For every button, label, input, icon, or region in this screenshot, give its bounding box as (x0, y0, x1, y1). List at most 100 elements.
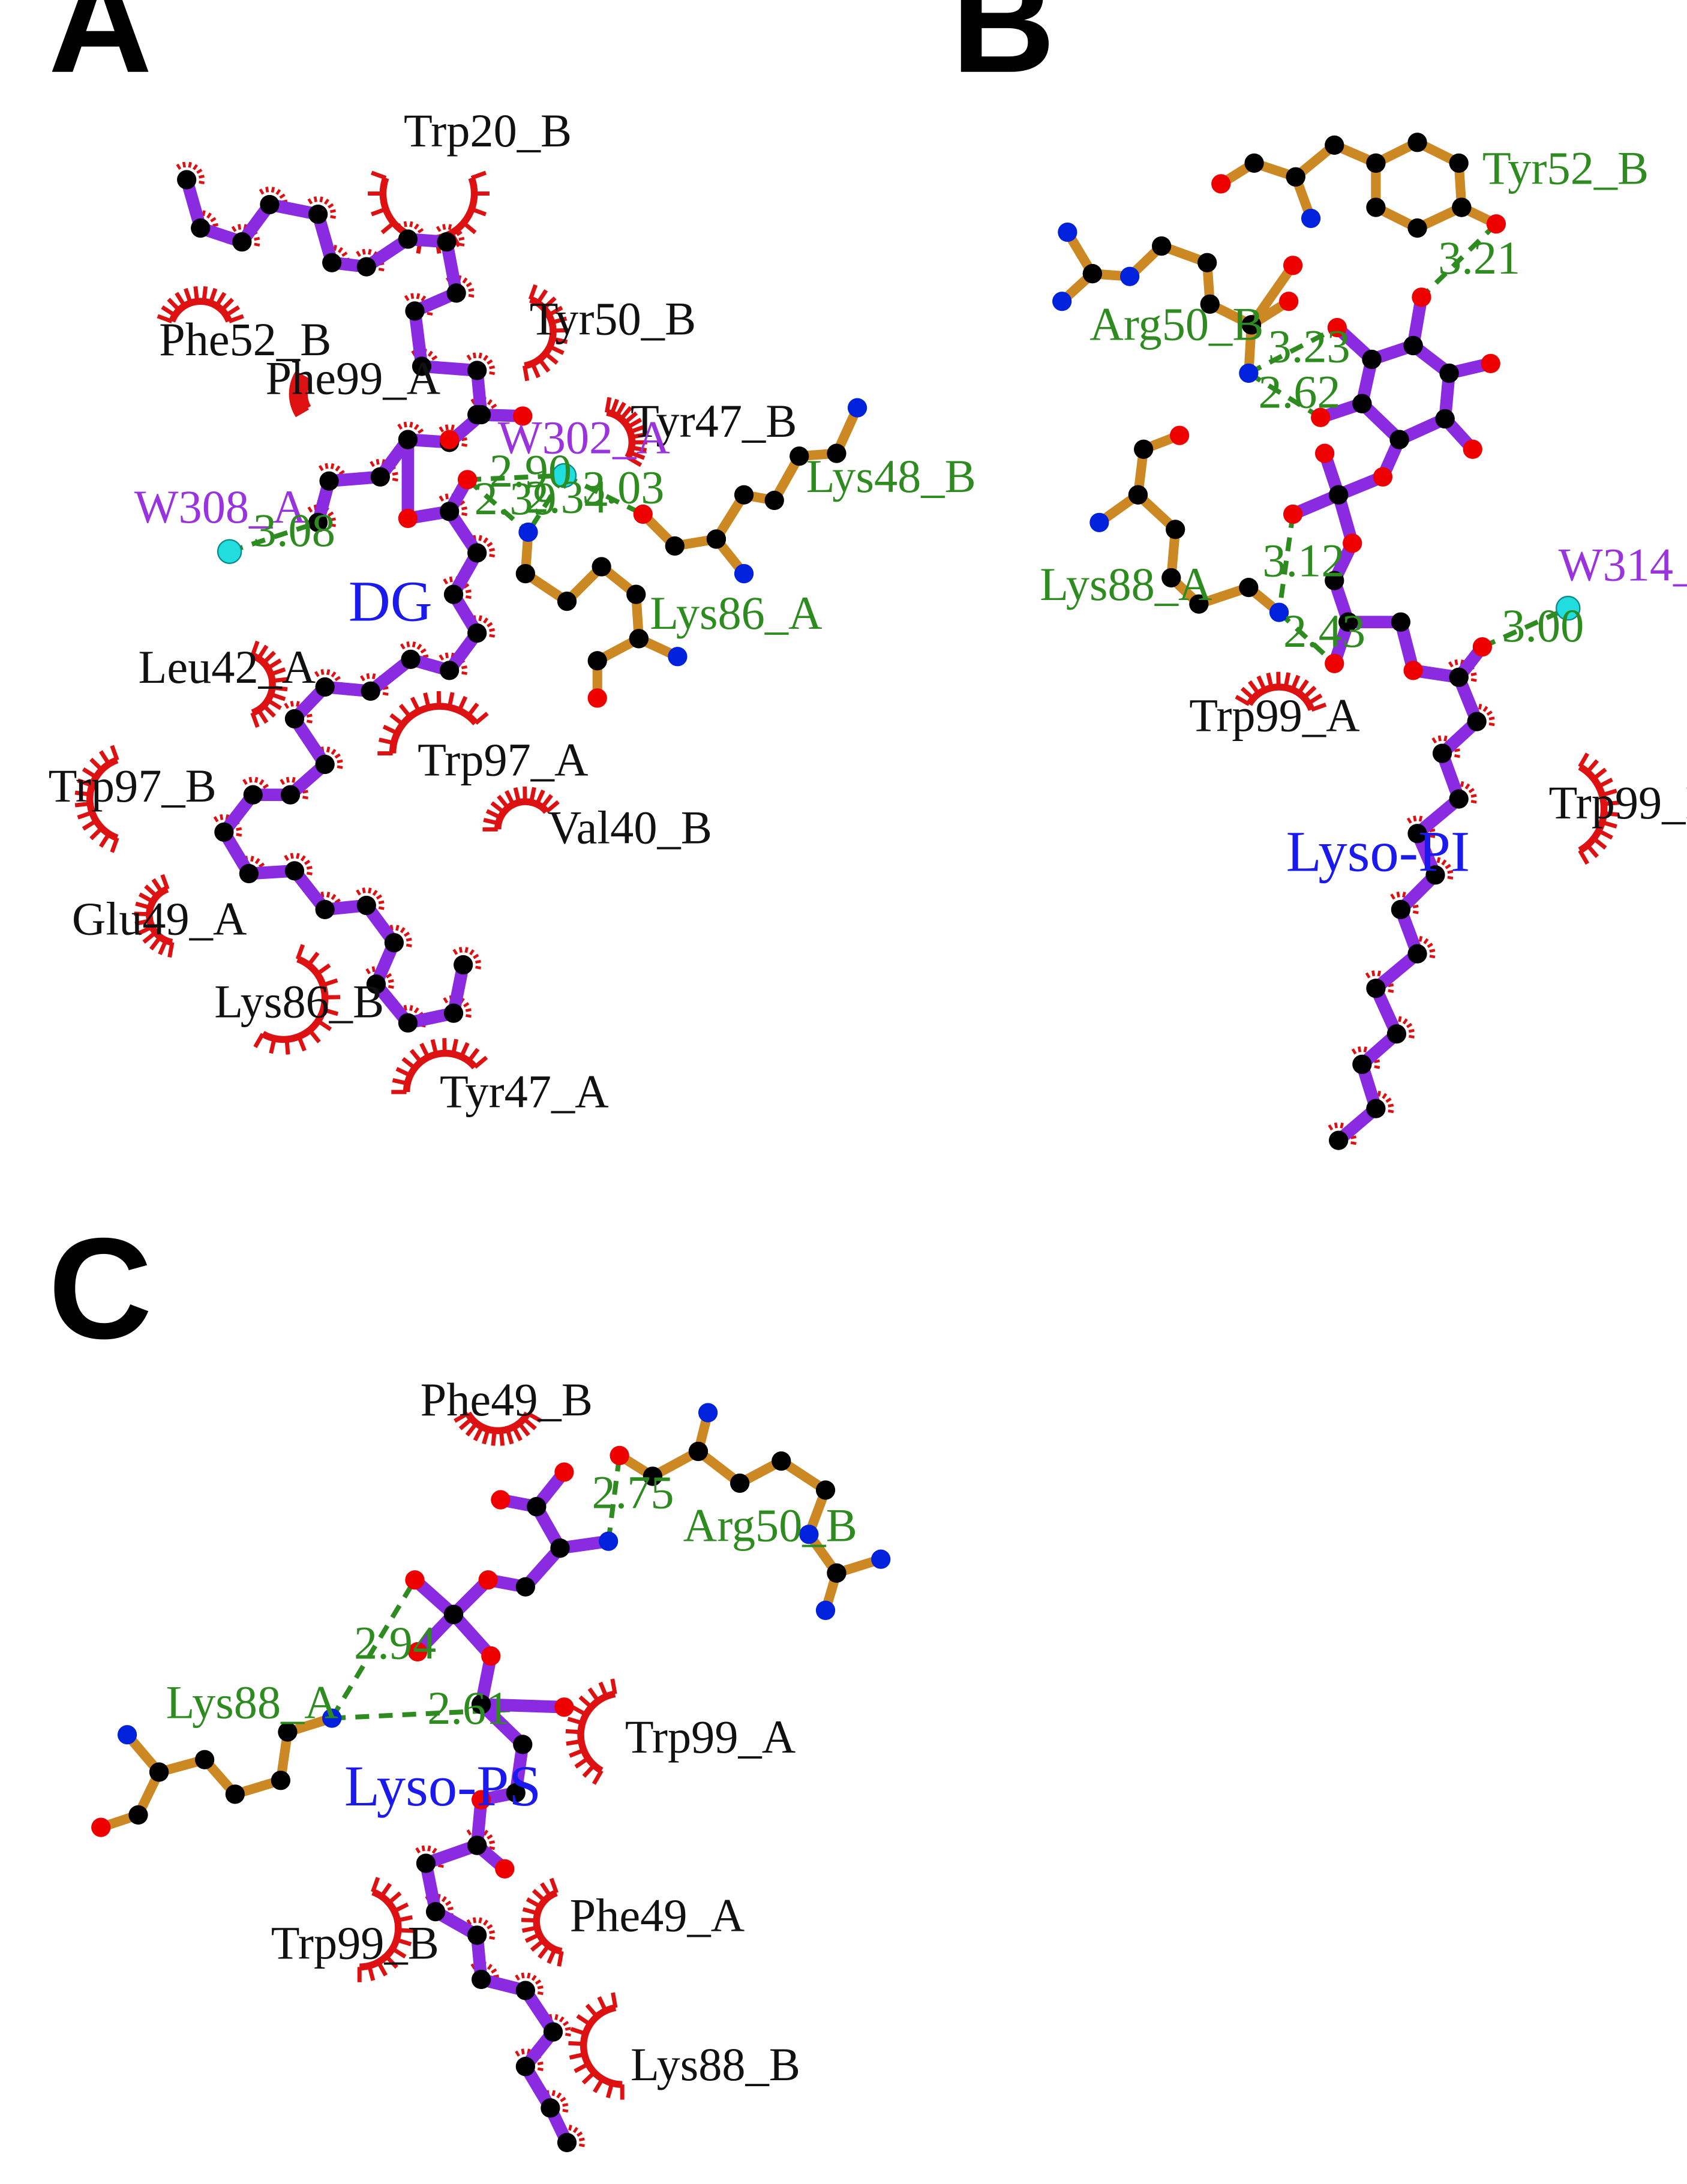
nitrogen-atom (847, 398, 867, 418)
oxygen-atom (1211, 174, 1231, 194)
carbon-atom (1403, 335, 1423, 356)
oxygen-atom (1283, 504, 1303, 524)
carbon-atom (191, 218, 211, 238)
carbon-atom (764, 490, 784, 511)
hydrophobic-residue-icon (568, 1992, 625, 2100)
carbon-atom (308, 512, 328, 532)
residue-label-trp97-a: Trp97_A (418, 733, 588, 785)
carbon-atom (149, 1762, 169, 1782)
carbon-atom (443, 584, 464, 604)
carbon-atom (1200, 294, 1220, 314)
oxygen-atom (398, 508, 418, 529)
carbon-atom (1134, 439, 1154, 459)
carbon-atom (232, 232, 252, 252)
oxygen-atom (1481, 353, 1500, 374)
label-layer: A B C DG Trp20_B Phe52_B Tyr50_B Phe99_A… (49, 0, 1687, 2090)
water-label-w308-a: W308_A (134, 481, 307, 533)
residue-label-lys86-a: Lys86_A (650, 587, 822, 639)
carbon-atom (356, 895, 376, 916)
carbon-atom (790, 446, 809, 466)
hydrophobic-residue-icon (74, 745, 119, 853)
carbon-atom (260, 194, 280, 215)
ligand-name-lyso-pi: Lyso-PI (1286, 819, 1470, 883)
carbon-atom (412, 356, 432, 376)
oxygen-atom (1403, 661, 1423, 680)
carbon-atom (587, 651, 607, 671)
carbon-atom (1449, 667, 1469, 687)
carbon-atom (439, 502, 460, 521)
oxygen-atom (1311, 407, 1331, 427)
carbon-atom (467, 405, 487, 425)
carbon-atom (730, 1473, 750, 1493)
hydrophobic-contact-marker (466, 352, 496, 376)
hydrogen-bond (1481, 605, 1569, 649)
carbon-atom (271, 1771, 291, 1790)
oxygen-atom (1412, 287, 1431, 307)
hydrophobic-residue-icon (1578, 752, 1619, 865)
oxygen-atom (610, 1445, 629, 1466)
hydrogen-bond (1247, 325, 1338, 376)
carbon-atom (515, 2057, 536, 2077)
carbon-atom (1391, 899, 1411, 920)
carbon-atom (515, 1577, 536, 1597)
oxygen-atom (1169, 425, 1190, 445)
oxygen-atom (1343, 533, 1362, 553)
residue-label-arg50-b-c: Arg50_B (683, 1499, 857, 1552)
water-label-w302-a: W302_A (498, 412, 670, 464)
carbon-atom (1366, 1099, 1386, 1118)
nitrogen-atom (799, 1525, 819, 1544)
carbon-atom (315, 677, 335, 697)
carbon-atom (550, 1538, 570, 1558)
carbon-atom (688, 1441, 709, 1462)
hydrophobic-residue-icon (1235, 671, 1327, 712)
hydrogen-bond (329, 1579, 417, 1720)
oxygen-atom (471, 1790, 491, 1810)
carbon-atom (443, 1003, 464, 1023)
carbon-atom (643, 1466, 663, 1486)
carbon-atom (1325, 571, 1344, 590)
carbon-atom (322, 253, 342, 272)
hydrophobic-contact-marker (284, 853, 313, 876)
oxygen-atom (405, 1570, 425, 1590)
distance-label-b-3: 2.62 (1258, 366, 1340, 418)
oxygen-atom (1283, 256, 1303, 275)
hydrophobic-residue-icon (522, 284, 569, 382)
carbon-atom (1197, 253, 1217, 272)
oxygen-atom (1463, 439, 1482, 459)
hydrophobic-residue-icon (391, 1038, 488, 1094)
carbon-atom (557, 2132, 577, 2153)
hydrogen-bond (1277, 514, 1296, 613)
carbon-atom (384, 933, 404, 953)
carbon-atom (454, 955, 473, 975)
distance-label-b-5: 2.43 (1283, 605, 1365, 657)
nitrogen-atom (1301, 208, 1321, 229)
distance-label-c-3: 2.61 (427, 1682, 509, 1734)
hydrophobic-contact-marker (176, 161, 205, 185)
carbon-atom (1189, 594, 1209, 614)
carbon-atom (815, 1480, 836, 1500)
oxygen-atom (1486, 214, 1506, 234)
carbon-atom (439, 661, 460, 680)
carbon-atom (506, 1783, 526, 1803)
carbon-atom (315, 754, 335, 775)
residue-label-trp99-b-c: Trp99_B (271, 1916, 439, 1969)
carbon-atom (366, 974, 386, 994)
carbon-atom (1391, 612, 1411, 632)
carbon-atom (398, 1013, 418, 1033)
distance-label-a-3: 2.34 (526, 471, 608, 523)
residue-label-phe99-a: Phe99_A (266, 352, 441, 404)
residue-label-tyr52-b: Tyr52_B (1482, 142, 1649, 194)
oxygen-atom (554, 1697, 574, 1717)
carbon-atom (467, 1835, 487, 1855)
carbon-atom (1338, 612, 1358, 632)
distance-label-a-4: 3.03 (582, 461, 664, 514)
carbon-atom (1325, 135, 1344, 155)
carbon-atom (527, 1497, 547, 1517)
carbon-atom (1362, 349, 1382, 370)
hbond-layer (229, 222, 1569, 1721)
panel-a-letter: A (49, 0, 152, 103)
residue-label-trp20-b: Trp20_B (404, 104, 572, 157)
residue-label-tyr47-b: Tyr47_B (631, 395, 797, 447)
carbon-atom (1386, 1024, 1407, 1044)
residue-label-tyr50-b: Tyr50_B (530, 293, 696, 345)
